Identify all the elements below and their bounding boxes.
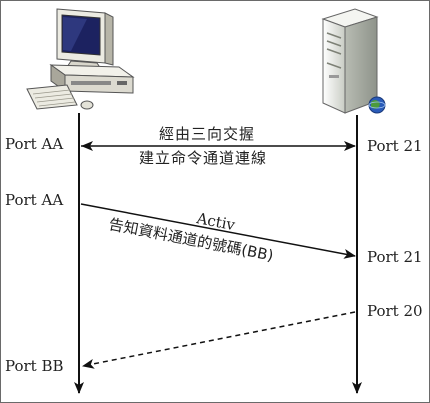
handshake-arrow-left-head [81, 141, 93, 151]
desktop-computer-icon [26, 8, 135, 110]
client-port-top: Port AA [5, 135, 64, 153]
server-port-mid: Port 21 [367, 248, 423, 266]
server-port-bottom: Port 20 [367, 302, 423, 320]
server-port-top: Port 21 [367, 137, 423, 155]
handshake-label-line2: 建立命令通道連線 [139, 149, 268, 167]
data-connection-arrow [82, 311, 356, 369]
active-notify-arrow [80, 203, 356, 259]
handshake-label-line1: 經由三向交握 [159, 125, 256, 143]
client-port-mid: Port AA [5, 191, 64, 209]
server-tower-icon [321, 8, 386, 114]
client-port-bottom: Port BB [5, 357, 64, 375]
